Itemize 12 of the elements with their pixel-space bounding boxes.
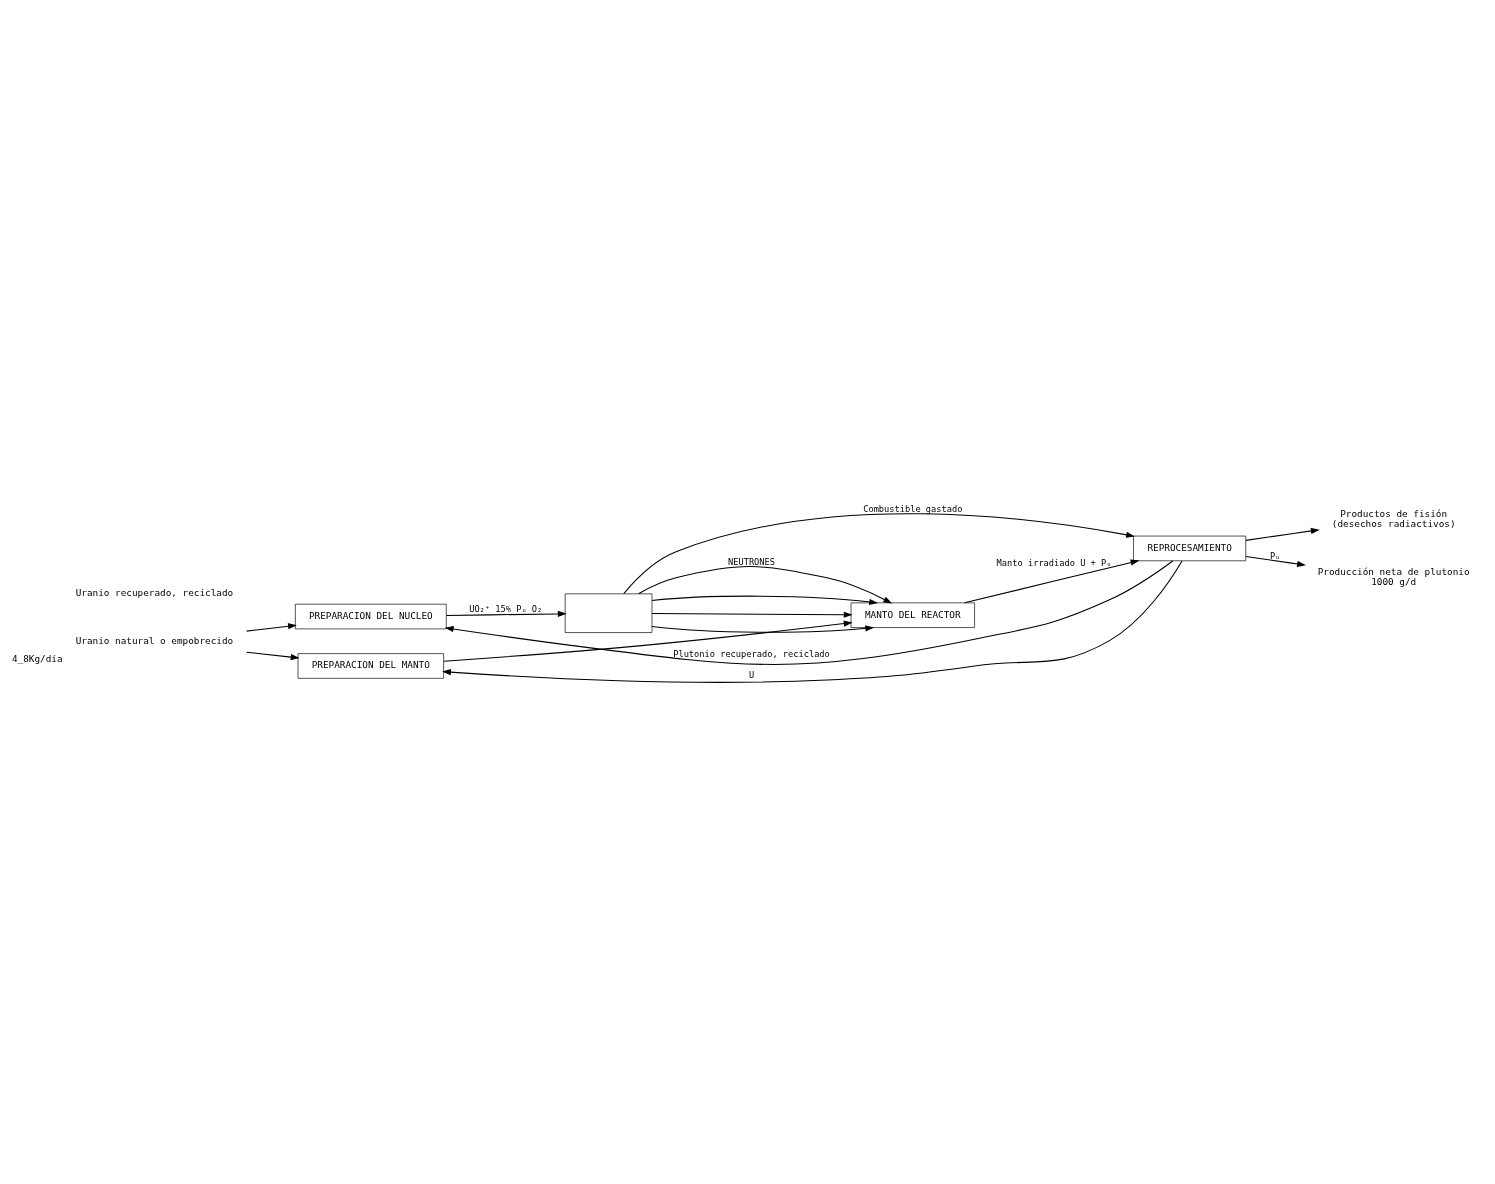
edge-label: U — [748, 669, 755, 680]
edge-label: Combustible gastado — [863, 503, 963, 514]
node-text: Producción neta de plutonio 1000 g/d — [1317, 566, 1470, 588]
node-text: Productos de fisión (desechos radiactivos) — [1331, 507, 1456, 529]
edge-label: UO₂⁺ 15% Pᵤ O₂ — [469, 604, 543, 615]
node-label: 4_8Kg/día — [11, 652, 63, 664]
edge-label: Plutonio recuperado, reciclado — [673, 648, 830, 659]
edge-label: Manto irradiado U + Pᵤ — [996, 558, 1112, 569]
edge-label: Pᵤ — [1269, 550, 1281, 561]
node-text: Uranio natural o empobrecido — [75, 635, 234, 647]
label: Uranio recuperado, reciclado — [75, 586, 234, 598]
edge-label: NEUTRONES — [728, 556, 776, 567]
